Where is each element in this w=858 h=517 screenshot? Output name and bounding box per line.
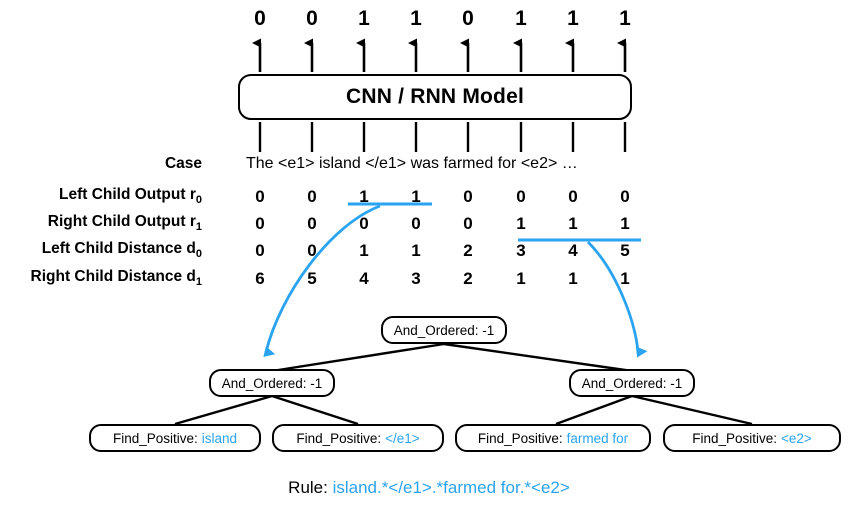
leaf-value: </e1>	[385, 430, 420, 446]
cell-r0: 0	[463, 187, 473, 206]
output-bit-row: 0 0 1 1 0 1 1 1	[0, 6, 858, 32]
output-bit: 1	[515, 7, 527, 30]
row-label-subscript: 0	[195, 194, 202, 207]
row-label-right-child-output: Right Child Output r1	[0, 213, 202, 233]
cell-d0: 2	[463, 241, 473, 260]
output-bit: 1	[619, 7, 631, 30]
row-label-text: Right Child Output r	[47, 213, 196, 230]
row-label-left-child-distance: Left Child Distance d0	[0, 240, 202, 260]
row-label-text: Right Child Distance d	[30, 268, 196, 285]
cell-r0: 0	[516, 187, 526, 206]
cell-d0: 3	[516, 241, 526, 260]
row-label-right-child-distance: Right Child Distance d1	[0, 268, 202, 288]
rule-label: Rule:	[288, 478, 328, 497]
input-stems	[258, 122, 627, 152]
leaf-value: island	[201, 430, 238, 446]
cell-r0: 1	[411, 187, 421, 206]
cell-r0: 0	[620, 187, 630, 206]
case-label: Case	[164, 155, 202, 172]
output-bit: 1	[410, 7, 422, 30]
cell-r1: 0	[463, 214, 473, 233]
cell-d0: 1	[411, 241, 421, 260]
output-bit: 0	[306, 7, 318, 30]
tree-node-root: And_Ordered: -1	[381, 316, 507, 344]
cell-d1: 1	[620, 269, 630, 288]
cell-d1: 1	[516, 269, 526, 288]
output-bit: 1	[567, 7, 579, 30]
tree-node-mid-left: And_Ordered: -1	[209, 369, 335, 397]
tree-leaf-island: Find_Positive:island	[89, 424, 261, 452]
output-bit: 0	[462, 7, 474, 30]
tree-node-mid-right: And_Ordered: -1	[569, 369, 695, 397]
cell-d1: 3	[411, 269, 421, 288]
row-label-subscript: 0	[195, 248, 202, 261]
cell-d1: 4	[359, 269, 369, 288]
cell-r1: 0	[307, 214, 317, 233]
cell-r0: 1	[359, 187, 369, 206]
left-span-arrow	[263, 204, 381, 357]
tree-leaf-e1-close: Find_Positive:</e1>	[272, 424, 444, 452]
case-text: The <e1> island </e1> was farmed for <e2…	[246, 155, 578, 172]
right-span-arrow	[587, 241, 648, 358]
cell-r1: 0	[411, 214, 421, 233]
row-label-text: Left Child Distance d	[41, 240, 196, 257]
cell-d1: 2	[463, 269, 473, 288]
row-label-text: Left Child Output r	[58, 186, 196, 203]
row-label-left-child-output: Left Child Output r0	[0, 186, 202, 206]
cell-r0: 0	[307, 187, 317, 206]
model-box: CNN / RNN Model	[238, 74, 632, 120]
output-bit: 0	[254, 7, 266, 30]
cell-r1: 0	[255, 214, 265, 233]
cell-d0: 4	[568, 241, 578, 260]
leaf-keyword: Find_Positive:	[112, 430, 198, 446]
cell-d0: 1	[359, 241, 369, 260]
cell-d0: 5	[620, 241, 630, 260]
row-label-subscript: 1	[195, 221, 202, 234]
cell-d1: 6	[255, 269, 265, 288]
leaf-keyword: Find_Positive:	[296, 430, 382, 446]
cell-r0: 0	[255, 187, 265, 206]
rule-value: island.*</e1>.*farmed for.*<e2>	[332, 478, 570, 497]
tree-leaf-e2: Find_Positive:<e2>	[663, 424, 841, 452]
leaf-value: farmed for	[566, 430, 629, 446]
leaf-value: <e2>	[781, 430, 812, 446]
cell-d0: 0	[255, 241, 265, 260]
leaf-keyword: Find_Positive:	[692, 430, 777, 446]
row-label-subscript: 1	[195, 276, 202, 289]
cell-d0: 0	[307, 241, 317, 260]
tree-leaf-farmed-for: Find_Positive:farmed for	[455, 424, 651, 452]
output-bit: 1	[358, 7, 370, 30]
cell-d1: 5	[307, 269, 317, 288]
cell-d1: 1	[568, 269, 578, 288]
tree-edges	[174, 342, 753, 426]
rule-line: Rule: island.*</e1>.*farmed for.*<e2>	[0, 478, 858, 498]
cell-r1: 0	[359, 214, 369, 233]
cell-r0: 0	[568, 187, 578, 206]
cell-r1: 1	[620, 214, 630, 233]
leaf-keyword: Find_Positive:	[477, 430, 563, 446]
span-to-node-arrows	[263, 204, 648, 358]
cell-r1: 1	[516, 214, 526, 233]
span-underlines	[348, 202, 641, 242]
up-arrows	[252, 38, 627, 72]
cell-r1: 1	[568, 214, 578, 233]
